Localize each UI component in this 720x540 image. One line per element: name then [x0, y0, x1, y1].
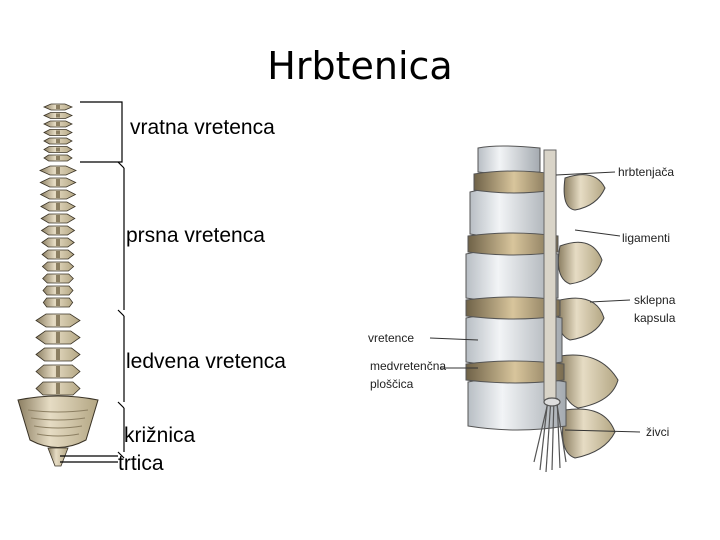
- spine-vertebra-shadow: [56, 167, 60, 174]
- nerve-bundle: [533, 397, 567, 473]
- page-title: Hrbtenica: [267, 44, 453, 88]
- label-lumbar: ledvena vretenca: [126, 350, 286, 373]
- spine-vertebra-shadow: [56, 263, 60, 270]
- label-nerves: živci: [646, 425, 670, 439]
- spine-vertebra-shadow: [56, 113, 60, 118]
- spine-vertebra-shadow: [56, 130, 60, 135]
- facet-process-5: [562, 408, 616, 459]
- facet-process-2: [557, 241, 603, 285]
- spinal-cord: [543, 149, 557, 401]
- label-ligaments: ligamenti: [622, 231, 671, 245]
- label-capsule-2: kapsula: [634, 311, 676, 325]
- spine-vertebra-shadow: [56, 105, 60, 109]
- spine-vertebra-shadow: [56, 332, 60, 343]
- coccyx-shape: [47, 447, 69, 467]
- spine-vertebra-shadow: [56, 275, 60, 282]
- label-coccyx: trtica: [118, 452, 164, 475]
- label-capsule-1: sklepna: [634, 293, 676, 307]
- label-cervical: vratna vretenca: [130, 116, 275, 139]
- bracket-coccyx: [60, 455, 118, 463]
- leader-ligaments: [574, 229, 621, 237]
- label-disc-2: ploščica: [370, 377, 414, 391]
- disc-3: [465, 296, 561, 320]
- disc-1: [473, 170, 555, 194]
- bracket-cervical: [80, 101, 123, 163]
- sacrum-shape: [17, 395, 99, 448]
- spine-vertebra-shadow: [56, 315, 60, 326]
- spine-vertebra-shadow: [56, 215, 60, 222]
- spine-vertebra-shadow: [56, 191, 60, 198]
- spine-vertebra-shadow: [56, 147, 60, 152]
- disc-4: [465, 360, 565, 384]
- leader-spinal-cord: [555, 171, 616, 176]
- vertebra-body-1: [469, 186, 555, 239]
- label-disc-1: medvretenčna: [370, 359, 447, 373]
- leader-vertebra: [429, 337, 479, 341]
- sacrum-ridge: [27, 409, 89, 413]
- spine-vertebra-shadow: [56, 239, 60, 246]
- spine-vertebra-shadow: [56, 349, 60, 360]
- spine-vertebra-shadow: [56, 366, 60, 377]
- spine-vertebra-shadow: [56, 179, 60, 186]
- spine-column: [17, 103, 99, 467]
- leader-nerves: [564, 429, 641, 433]
- spine-vertebra-shadow: [56, 156, 60, 160]
- spine-vertebra-shadow: [56, 227, 60, 234]
- region-brackets: [60, 101, 125, 463]
- disc-2: [467, 232, 559, 256]
- label-spinal-cord: hrbtenjača: [618, 165, 675, 179]
- facet-process-3: [557, 297, 605, 341]
- leader-lines: [429, 171, 641, 433]
- leader-capsule: [589, 299, 631, 303]
- spine-vertebra-shadow: [56, 251, 60, 258]
- sacrum-ridge: [36, 433, 80, 437]
- label-sacrum: križnica: [124, 424, 196, 447]
- sacrum-ridge: [30, 417, 86, 421]
- spine-vertebra-shadow: [56, 383, 60, 394]
- facet-process-1: [563, 174, 606, 211]
- sacrum-ridge: [33, 425, 83, 429]
- spine-vertebra-shadow: [56, 287, 60, 294]
- label-vertebra: vretence: [368, 331, 415, 345]
- lumbar-detail: [465, 145, 619, 473]
- facet-process-4: [559, 354, 619, 409]
- spine-vertebra-shadow: [56, 122, 60, 126]
- label-thoracic: prsna vretenca: [126, 224, 265, 247]
- spine-vertebra-shadow: [56, 139, 60, 143]
- vertebra-body-0: [477, 145, 541, 175]
- spine-vertebra-shadow: [56, 299, 60, 306]
- spine-vertebra-shadow: [56, 203, 60, 210]
